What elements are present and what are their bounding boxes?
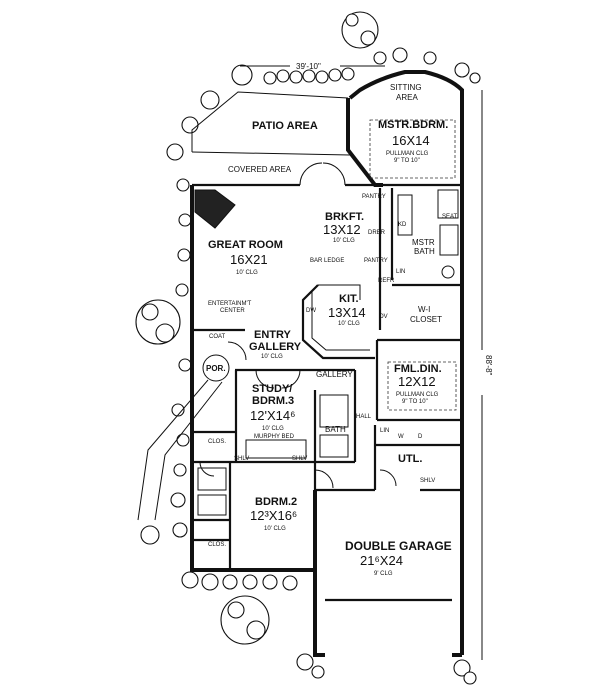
porch-label: POR. xyxy=(206,364,226,373)
master-bedroom-ceiling-2: 9" TO 10" xyxy=(394,158,420,164)
kitchen-dims: 13X14 xyxy=(328,305,366,320)
tree-left xyxy=(135,299,181,345)
garage-dims: 21⁶X24 xyxy=(360,553,403,568)
door-swings xyxy=(199,162,397,489)
shelf-label-3: SHLV xyxy=(420,478,435,484)
bedroom-2-dims: 12³X16⁶ xyxy=(250,508,297,523)
pantry-label: PANTRY xyxy=(362,194,386,200)
hedge-left-lower xyxy=(140,358,298,591)
breakfast-ceiling: 10' CLG xyxy=(333,238,355,244)
formal-dining-ceiling: PULLMAN CLG xyxy=(396,392,439,398)
dw-label: DW xyxy=(306,308,316,314)
wi-closet-name: W-I xyxy=(418,305,430,314)
bedroom-2-ceiling: 10' CLG xyxy=(264,526,286,532)
overall-width-label: 39'-10" xyxy=(296,62,321,71)
kitchen-name: KIT. xyxy=(339,293,359,305)
kd-label: KD xyxy=(398,222,407,228)
bedroom-2-name: BDRM.2 xyxy=(255,496,297,508)
breakfast-name: BRKFT. xyxy=(325,211,364,223)
walkway xyxy=(137,379,223,521)
master-bath-name-2: BATH xyxy=(414,247,435,256)
refr-label: REFR xyxy=(378,278,395,284)
sitting-area-label-2: AREA xyxy=(396,93,418,102)
porch xyxy=(202,354,230,382)
kitchen-ceiling: 10' CLG xyxy=(338,321,360,327)
hedge-left xyxy=(166,64,253,297)
linen-label: LIN xyxy=(396,269,405,275)
dryer-label: D xyxy=(418,434,423,440)
hall-label: HALL xyxy=(356,414,372,420)
sitting-area-label: SITTING xyxy=(390,83,422,92)
gallery-label: GALLERY xyxy=(316,370,353,379)
bar-ledge-label: BAR LEDGE xyxy=(310,258,344,264)
master-bedroom-name: MSTR.BDRM. xyxy=(378,119,448,131)
drbr-label: DRBR xyxy=(368,230,386,236)
master-bath-name: MSTR xyxy=(412,238,435,247)
garage-ceiling: 9' CLG xyxy=(374,571,393,577)
formal-dining-dims: 12X12 xyxy=(398,374,436,389)
coat-label: COAT xyxy=(209,334,226,340)
study-name: STUDY/ xyxy=(252,383,292,395)
study-note: MURPHY BED xyxy=(254,434,295,440)
utility-label: UTL. xyxy=(398,453,422,465)
washer-label: W xyxy=(398,434,404,440)
kitchen-island xyxy=(301,284,375,360)
shelf-label-2: SHLV xyxy=(292,456,307,462)
study-ceiling: 10' CLG xyxy=(262,426,284,432)
study-dims: 12'X14⁶ xyxy=(250,408,295,423)
landscaping xyxy=(135,11,481,685)
great-room-name: GREAT ROOM xyxy=(208,239,283,251)
garage-name: DOUBLE GARAGE xyxy=(345,539,452,553)
dimension-lines: 39'-10" 88'-8" xyxy=(240,62,493,660)
fireplace xyxy=(194,189,236,229)
entry-gallery-ceiling: 10' CLG xyxy=(261,354,283,360)
ov-label: OV xyxy=(379,314,388,320)
linen-label-2: LIN xyxy=(380,428,389,434)
seat-label: SEAT xyxy=(442,214,458,220)
fixture-labels: PANTRY PANTRY BAR LEDGE ENTERTAINM'T CEN… xyxy=(208,194,458,548)
great-room-dims: 16X21 xyxy=(230,252,268,267)
breakfast-dims: 13X12 xyxy=(323,222,361,237)
overall-depth-label: 88'-8" xyxy=(484,355,493,376)
fixtures xyxy=(197,119,459,516)
patio-area-label: PATIO AREA xyxy=(252,120,318,132)
exterior-walls xyxy=(190,70,464,657)
wi-closet-name-2: CLOSET xyxy=(410,315,442,324)
patio-outline xyxy=(191,91,351,156)
tree-top xyxy=(341,11,379,49)
master-bedroom-ceiling: PULLMAN CLG xyxy=(386,151,429,157)
entertainment-label: ENTERTAINM'T xyxy=(208,301,252,307)
master-bedroom-dims: 16X14 xyxy=(392,133,430,148)
bath-label: BATH xyxy=(325,425,346,434)
interior-walls xyxy=(192,183,462,602)
room-labels: SITTING AREA PATIO AREA COVERED AREA MST… xyxy=(206,83,452,577)
tree-bottom-left xyxy=(220,595,270,645)
closet-label: CLOS. xyxy=(208,439,226,445)
shrubs-bottom xyxy=(296,653,477,685)
pantry-label-2: PANTRY xyxy=(364,258,388,264)
formal-dining-name: FML.DIN. xyxy=(394,363,442,375)
formal-dining-ceiling-2: 9" TO 10" xyxy=(402,399,428,405)
entry-gallery-name: ENTRY xyxy=(254,329,292,341)
covered-area-label: COVERED AREA xyxy=(228,165,292,174)
hedge-top xyxy=(263,47,481,85)
great-room-ceiling: 10' CLG xyxy=(236,270,258,276)
entry-gallery-name-2: GALLERY xyxy=(249,341,302,353)
shelf-label: SHLV xyxy=(234,456,249,462)
study-name-2: BDRM.3 xyxy=(252,395,294,407)
closet-label-2: CLOS. xyxy=(208,542,226,548)
entertainment-label-2: CENTER xyxy=(220,308,245,314)
